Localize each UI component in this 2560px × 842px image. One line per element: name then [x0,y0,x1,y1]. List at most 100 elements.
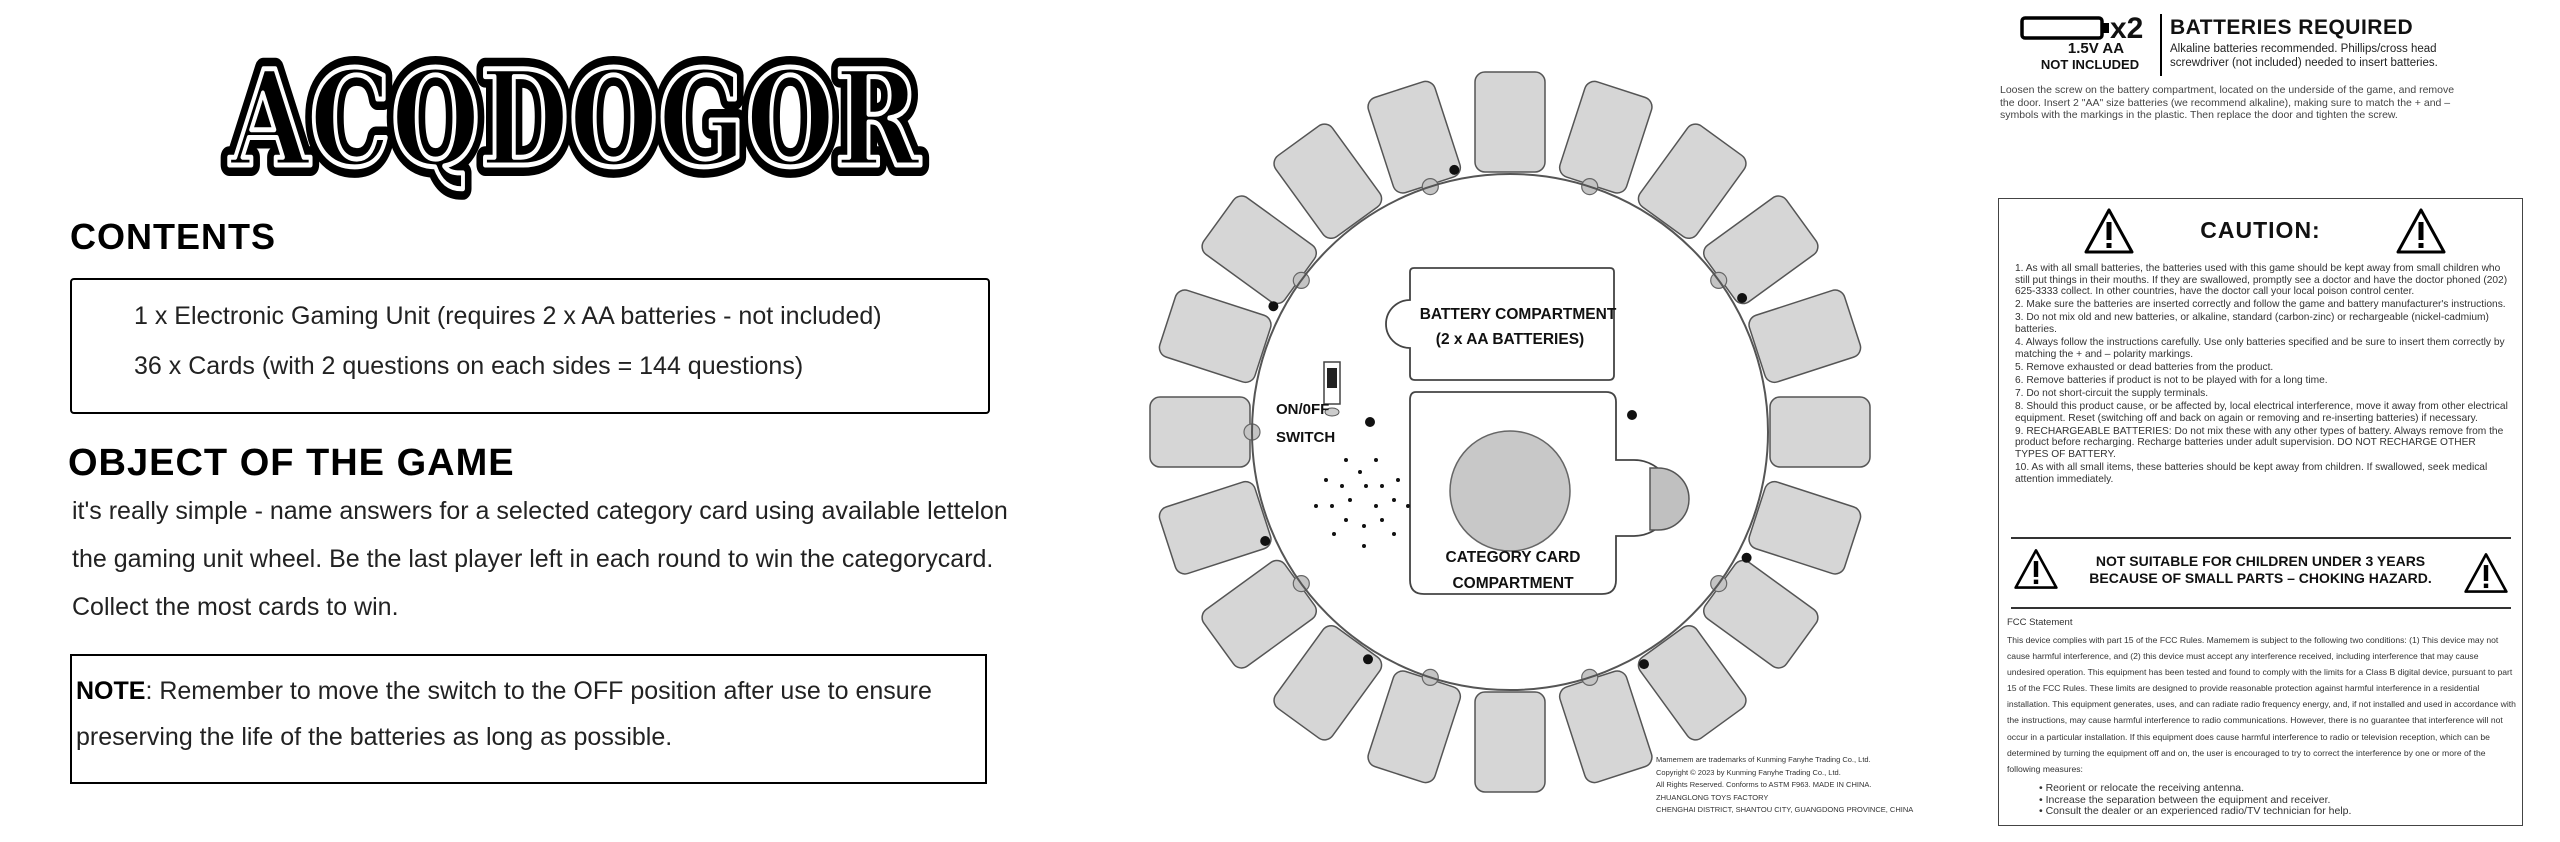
wheel-inner-ring [1251,173,1769,691]
wheel-indicator-dot [1363,654,1373,665]
choking-line: NOT SUITABLE FOR CHILDREN UNDER 3 YEARS [2095,553,2426,569]
choking-line: BECAUSE OF SMALL PARTS – CHOKING HAZARD. [2089,570,2432,586]
logo-text-inner: ACQDOGOR [228,42,921,197]
letter-key[interactable] [1270,622,1385,744]
letter-key[interactable] [1474,71,1546,173]
battery-compartment [1385,267,1615,381]
letter-key[interactable] [1198,192,1320,307]
divider [2011,537,2511,539]
letter-key[interactable] [1157,479,1274,576]
credit-line: All Rights Reserved. Conforms to ASTM F9… [1656,780,1872,789]
contents-box: 1 x Electronic Gaming Unit (requires 2 x… [70,278,990,414]
indicator-dot [1365,417,1375,427]
letter-key[interactable] [1700,556,1822,671]
battery-size: 1.5V AA [2067,40,2125,57]
caution-item: 2. Make sure the batteries are inserted … [2015,299,2506,311]
note-line-1: : Remember to move the switch to the OFF… [145,677,932,705]
wheel-indicator-dot [1741,552,1752,563]
caution-item: 8. Should this product cause, or be affe… [2015,401,2508,424]
caution-title: CAUTION: [2200,217,2321,243]
fcc-measure: Increase the separation between the equi… [2039,794,2499,807]
letter-key-ring [1149,71,1871,793]
fcc-measures: Reorient or relocate the receiving anten… [2039,782,2499,818]
letter-key[interactable] [1634,622,1749,744]
copyright-credits: Mamemem are trademarks of Kunming Fanyhe… [1656,754,1913,817]
letter-key[interactable] [1365,668,1462,785]
battery-quantity: x2 [2110,12,2144,45]
fcc-measure: Reorient or relocate the receiving anten… [2039,782,2499,795]
fcc-title: FCC Statement [2007,617,2073,628]
letter-key[interactable] [1474,691,1546,793]
object-line: it's really simple - name answers for a … [72,497,1008,525]
batteries-required-block: x2 1.5V AA NOT INCLUDED BATTERIES REQUIR… [2020,12,2520,82]
contents-item: 36 x Cards (with 2 questions on each sid… [134,352,804,380]
letter-key[interactable] [1198,556,1320,671]
caution-item: 1. As with all small batteries, the batt… [2015,263,2508,298]
note-box: NOTE: Remember to move the switch to the… [70,654,987,784]
credit-line: ZHUANGLONG TOYS FACTORY [1656,792,1769,802]
speaker-grille [1314,458,1410,548]
choking-hazard-warning: NOT SUITABLE FOR CHILDREN UNDER 3 YEARS … [1999,553,2522,587]
divider [2160,14,2162,76]
caution-item: 3. Do not mix old and new batteries, or … [2015,312,2489,335]
battery-recommendation: Alkaline batteries recommended. Phillips… [2170,43,2438,69]
caution-item: 10. As with all small items, these batte… [2015,462,2488,485]
logo-text: ACQDOGOR [228,42,921,197]
letter-key[interactable] [1634,120,1749,242]
letter-key[interactable] [1746,479,1863,576]
category-card-label: CATEGORY CARD [1446,549,1581,566]
object-text: it's really simple - name answers for a … [72,487,1072,631]
object-line: the gaming unit wheel. Be the last playe… [72,545,994,573]
warning-triangle-icon [2396,208,2446,254]
credit-line: Mamemem are trademarks of Kunming Fanyhe… [1656,755,1871,764]
caution-list: 1. As with all small batteries, the batt… [2015,263,2510,487]
divider [2011,607,2511,609]
warning-triangle-icon [2014,549,2058,589]
contents-item: 1 x Electronic Gaming Unit (requires 2 x… [134,302,882,330]
fcc-statement: This device complies with part 15 of the… [2007,635,2516,774]
gaming-unit-diagram: BATTERY COMPARTMENT (2 x AA BATTERIES) C… [1149,71,1871,793]
letter-key[interactable] [1157,287,1274,384]
category-card-sublabel: COMPARTMENT [1452,575,1574,592]
wheel-indicator-dot [1449,164,1460,175]
note-line-2: preserving the life of the batteries as … [76,723,673,751]
category-card-slot [1449,430,1571,552]
compartment-latch [1649,467,1690,531]
battery-compartment-label: BATTERY COMPARTMENT [1420,306,1617,323]
object-heading: OBJECT OF THE GAME [68,442,515,484]
note-label: NOTE [76,677,146,705]
credit-line: Copyright © 2023 by Kunming Fanyhe Tradi… [1656,767,1841,777]
on-off-switch[interactable] [1323,361,1341,417]
letter-key[interactable] [1769,396,1871,468]
caution-item: 6. Remove batteries if product is not to… [2015,374,2328,386]
credit-line: CHENGHAI DISTRICT, SHANTOU CITY, GUANGDO… [1656,805,1914,814]
note-text: NOTE: Remember to move the switch to the… [76,668,932,760]
warning-triangle-icon [2084,208,2134,254]
caution-item: 5. Remove exhausted or dead batteries fr… [2015,361,2274,373]
battery-instructions: Loosen the screw on the battery compartm… [2000,84,2455,121]
caution-item: 4. Always follow the instructions carefu… [2015,337,2505,360]
contents-heading: CONTENTS [70,216,276,257]
wheel-indicator-dot [1268,301,1279,312]
letter-key[interactable] [1557,79,1654,196]
caution-item: 7. Do not short-circuit the supply termi… [2015,387,2209,399]
letter-key[interactable] [1700,192,1822,307]
object-line: Collect the most cards to win. [72,593,399,621]
caution-item: 9. RECHARGEABLE BATTERIES: Do not mix th… [2015,425,2504,460]
wheel-indicator-dot [1737,293,1748,303]
game-logo: ACQDOGOR ACQDOGOR [217,31,932,208]
fcc-measure: Consult the dealer or an experienced rad… [2039,805,2499,818]
letter-key[interactable] [1270,120,1385,242]
letter-key[interactable] [1149,396,1251,468]
battery-not-included: NOT INCLUDED [2040,57,2140,72]
indicator-dot [1627,410,1637,420]
wheel-indicator-dot [1260,536,1271,546]
switch-label: ON/0FF [1276,401,1329,418]
wheel-indicator-dot [1639,659,1649,670]
batteries-required-title: BATTERIES REQUIRED [2170,16,2414,39]
letter-key[interactable] [1746,287,1863,384]
letter-key[interactable] [1557,668,1654,785]
letter-key[interactable] [1365,79,1462,196]
warning-triangle-icon [2464,553,2508,593]
caution-box: CAUTION: 1. As with all small batteries,… [1998,198,2523,826]
